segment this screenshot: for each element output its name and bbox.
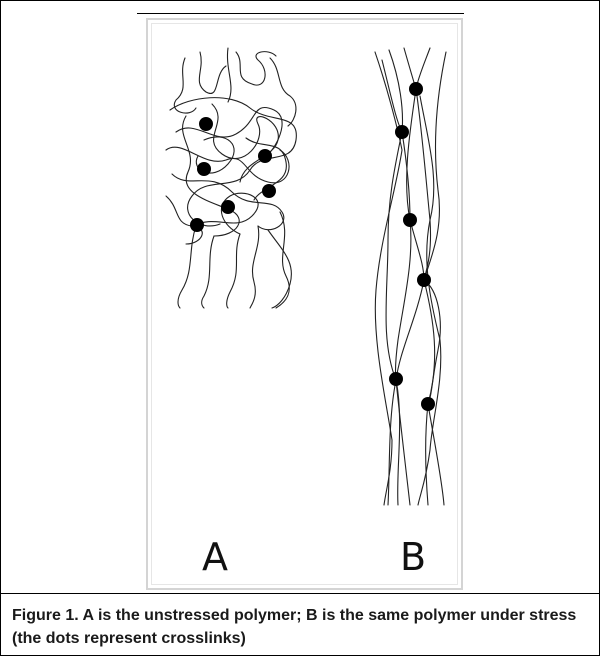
polymer-chain <box>202 236 214 308</box>
panel-b-label: B <box>400 535 426 579</box>
polymer-chain <box>227 48 231 102</box>
panel-a-unstressed-polymer <box>166 48 296 308</box>
polymer-illustration: A B <box>0 0 600 600</box>
crosslink-dot <box>403 213 417 227</box>
crosslink-dot <box>262 184 276 198</box>
polymer-chain <box>270 58 296 126</box>
crosslink-dot <box>421 397 435 411</box>
panel-a-label: A <box>202 535 228 579</box>
crosslink-dot <box>199 117 213 131</box>
panel-b-stressed-polymer <box>375 48 446 505</box>
figure-caption: Figure 1. A is the unstressed polymer; B… <box>12 604 588 650</box>
crosslink-dot <box>258 149 272 163</box>
polymer-chain <box>174 58 196 113</box>
polymer-chain <box>212 104 278 182</box>
crosslink-dot <box>409 82 423 96</box>
crosslink-dot <box>395 125 409 139</box>
crosslink-dot <box>417 273 431 287</box>
crosslink-dot <box>190 218 204 232</box>
polymer-chain <box>227 234 240 308</box>
polymer-chain <box>236 52 276 85</box>
caption-divider <box>0 593 600 594</box>
polymer-chain <box>199 52 226 94</box>
polymer-chain <box>178 226 196 308</box>
polymer-chain <box>389 50 411 505</box>
polymer-chain <box>418 96 441 505</box>
crosslink-dot <box>221 200 235 214</box>
crosslink-dot <box>197 162 211 176</box>
crosslink-dot <box>389 372 403 386</box>
polymer-chain <box>250 226 259 308</box>
